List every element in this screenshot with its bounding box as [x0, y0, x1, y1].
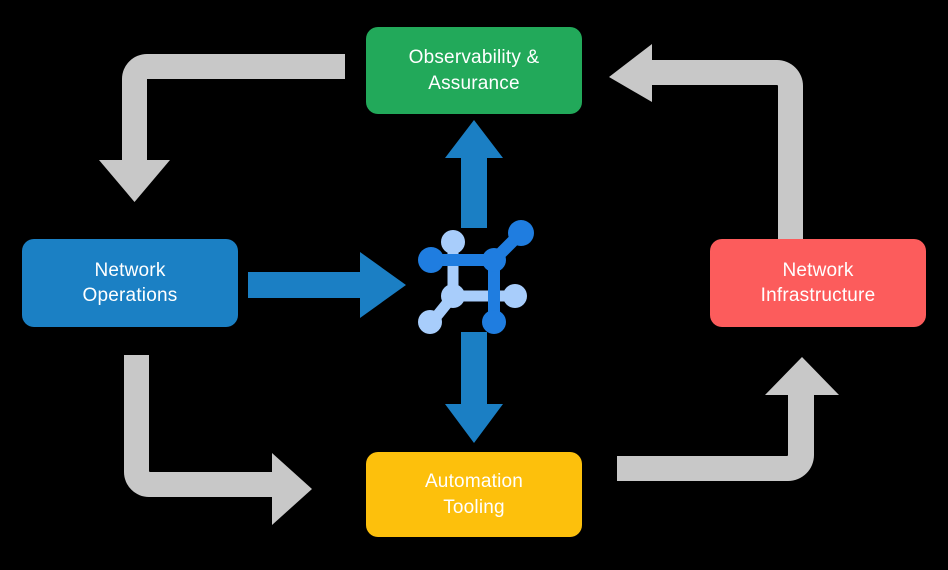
arrow-operations-to-automation — [124, 355, 312, 525]
node-network-infrastructure[interactable]: Network Infrastructure — [710, 239, 926, 327]
arrow-operations-to-core — [248, 252, 406, 318]
arrow-core-to-automation — [445, 332, 503, 443]
node-label-automation: Automation Tooling — [424, 471, 524, 518]
node-observability-and-assurance[interactable]: Observability & Assurance — [366, 27, 582, 114]
arrow-core-to-observability — [445, 120, 503, 228]
network-topology-icon — [418, 220, 534, 334]
arrow-automation-to-infrastructure — [617, 357, 839, 481]
node-label-operations: Network Operations — [82, 259, 178, 306]
node-automation-tooling[interactable]: Automation Tooling — [366, 452, 582, 537]
node-label-observability: Observability & Assurance — [408, 47, 540, 94]
node-network-operations[interactable]: Network Operations — [22, 239, 238, 327]
arrow-infrastructure-to-observability — [609, 44, 803, 242]
arrow-observability-to-operations — [99, 54, 345, 202]
node-label-infrastructure: Network Infrastructure — [760, 259, 876, 306]
